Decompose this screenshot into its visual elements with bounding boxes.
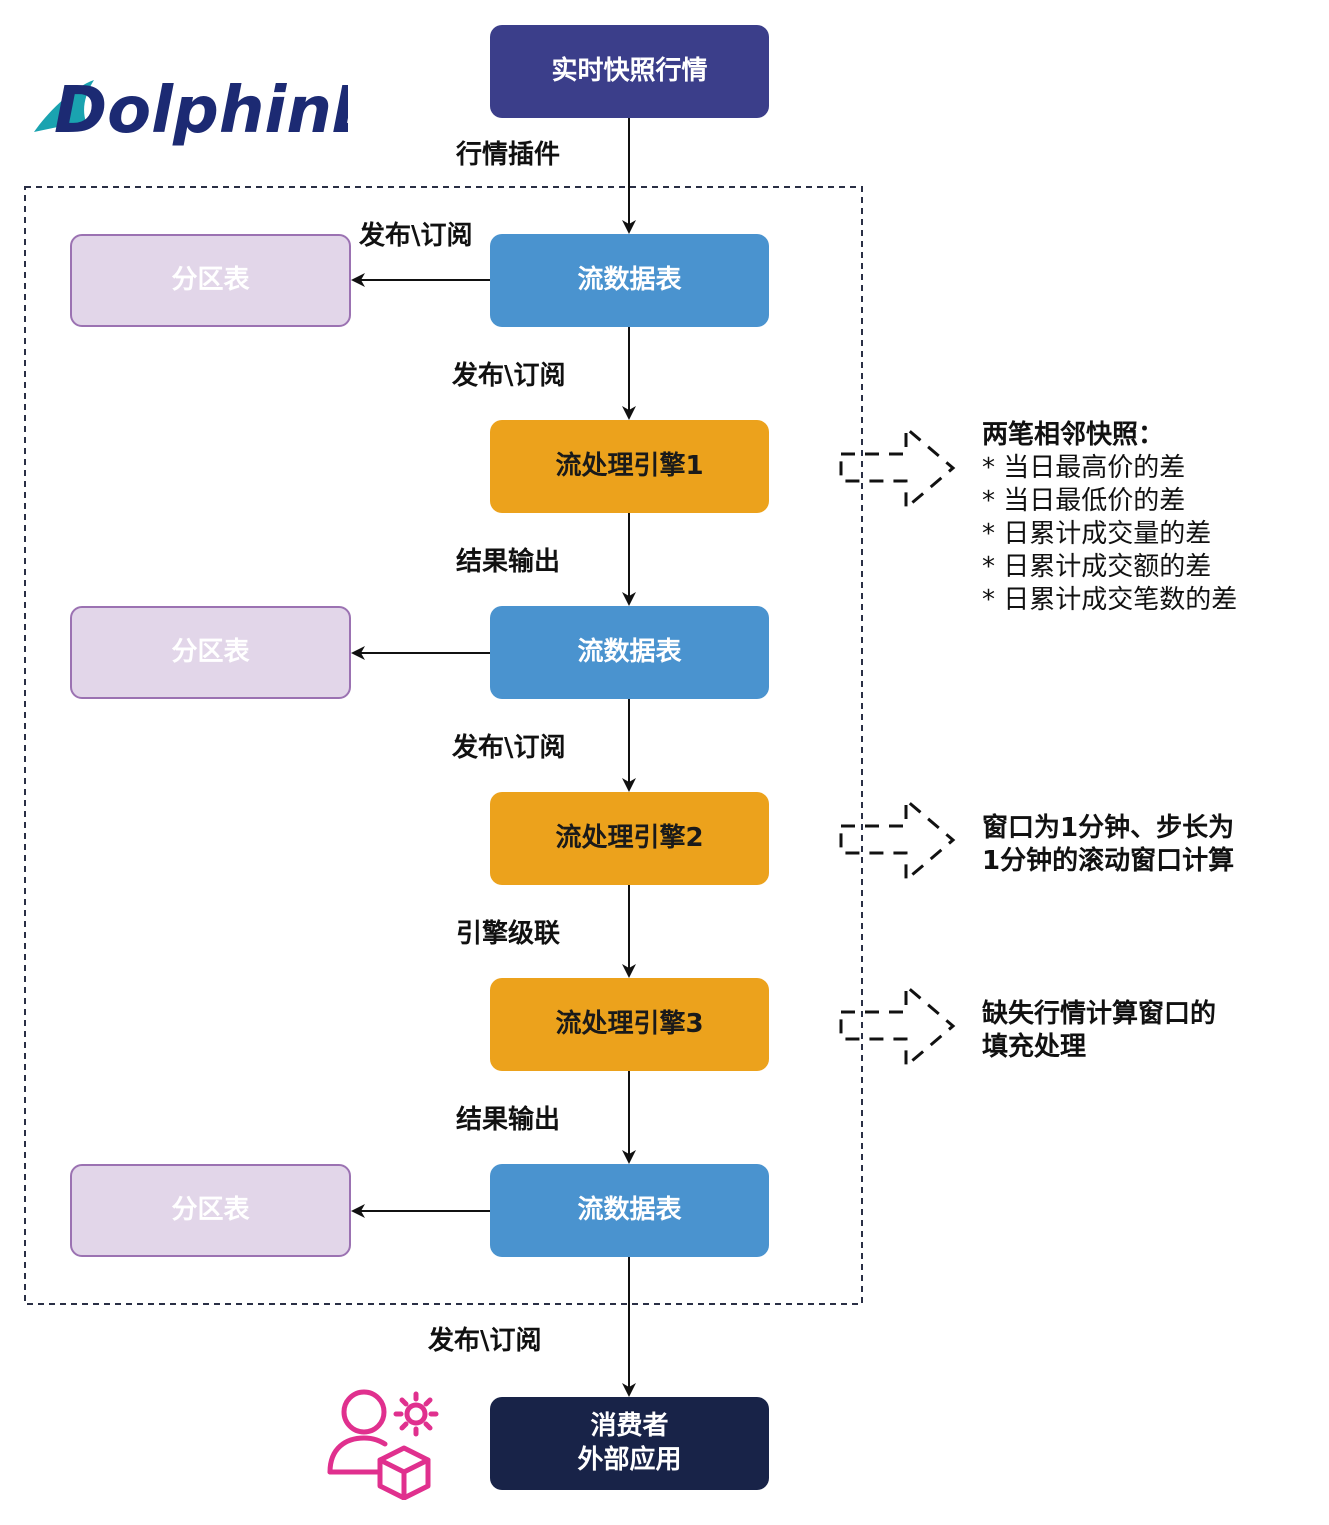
dashed-arrow-icon: [839, 424, 956, 512]
stream-group-container: [24, 186, 863, 1305]
edge-label-plugin: 行情插件: [456, 140, 561, 170]
stream-engine-label: 流处理引擎1: [555, 450, 704, 481]
consumer-node[interactable]: 消费者 外部应用: [490, 1397, 769, 1490]
engine1-note-item: * 日累计成交笔数的差: [982, 585, 1238, 615]
stream-table-label: 流数据表: [577, 264, 682, 295]
stream-engine-node-3[interactable]: 流处理引擎3: [490, 978, 769, 1071]
stream-table-label: 流数据表: [577, 636, 682, 667]
partition-table-label: 分区表: [171, 1194, 250, 1225]
partition-table-node-2[interactable]: 分区表: [70, 606, 351, 699]
engine1-note-item: * 当日最低价的差: [982, 486, 1186, 516]
dolphindb-logo: DolphinDB: [34, 74, 348, 148]
engine1-note-item: * 日累计成交额的差: [982, 552, 1212, 582]
edge-label-pubsub-part1: 发布\订阅: [359, 221, 473, 251]
snapshot-source-label: 实时快照行情: [551, 55, 708, 86]
partition-table-node-3[interactable]: 分区表: [70, 1164, 351, 1257]
engine1-note-item: * 当日最高价的差: [982, 453, 1186, 483]
engine3-note: 缺失行情计算窗口的 填充处理: [982, 998, 1216, 1064]
stream-engine-label: 流处理引擎2: [555, 822, 704, 853]
svg-text:DolphinDB: DolphinDB: [54, 74, 348, 148]
engine3-note-line: 填充处理: [982, 1032, 1087, 1062]
snapshot-source-node[interactable]: 实时快照行情: [490, 25, 769, 118]
edge-label-cascade: 引擎级联: [456, 919, 561, 949]
stream-engine-node-1[interactable]: 流处理引擎1: [490, 420, 769, 513]
stream-table-label: 流数据表: [577, 1194, 682, 1225]
edge-label-pubsub-engine1: 发布\订阅: [452, 361, 566, 391]
edge-label-pubsub-engine2: 发布\订阅: [452, 733, 566, 763]
user-gear-cube-icon: [327, 1389, 439, 1500]
stream-engine-node-2[interactable]: 流处理引擎2: [490, 792, 769, 885]
partition-table-label: 分区表: [171, 264, 250, 295]
edge-label-output3: 结果输出: [456, 1105, 561, 1135]
edge-label-pubsub-consumer: 发布\订阅: [428, 1326, 542, 1356]
engine2-note-line: 窗口为1分钟、步长为: [982, 813, 1235, 843]
engine1-note: 两笔相邻快照： * 当日最高价的差 * 当日最低价的差 * 日累计成交量的差 *…: [982, 419, 1237, 617]
engine3-note-line: 缺失行情计算窗口的: [982, 999, 1217, 1029]
engine1-note-title: 两笔相邻快照：: [982, 420, 1165, 450]
partition-table-label: 分区表: [171, 636, 250, 667]
engine2-note-line: 1分钟的滚动窗口计算: [982, 846, 1235, 876]
dashed-arrow-icon: [839, 796, 956, 884]
engine2-note: 窗口为1分钟、步长为 1分钟的滚动窗口计算: [982, 812, 1234, 878]
stream-engine-label: 流处理引擎3: [555, 1008, 704, 1039]
engine1-note-item: * 日累计成交量的差: [982, 519, 1212, 549]
stream-table-node-2[interactable]: 流数据表: [490, 606, 769, 699]
partition-table-node-1[interactable]: 分区表: [70, 234, 351, 327]
dashed-arrow-icon: [839, 982, 956, 1070]
stream-table-node-3[interactable]: 流数据表: [490, 1164, 769, 1257]
consumer-label: 消费者 外部应用: [577, 1410, 682, 1475]
stream-table-node-1[interactable]: 流数据表: [490, 234, 769, 327]
edge-label-output1: 结果输出: [456, 547, 561, 577]
